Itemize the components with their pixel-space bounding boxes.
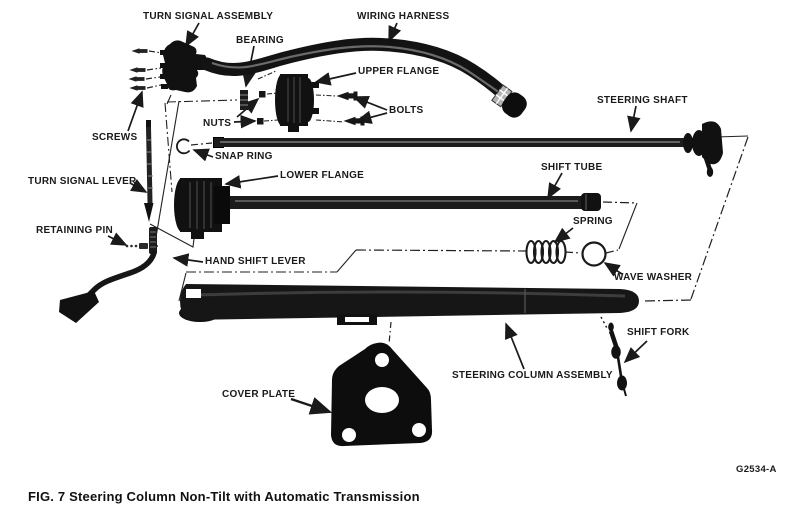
label-cover-plate: COVER PLATE (222, 389, 296, 400)
nuts-part (257, 91, 266, 125)
label-spring: SPRING (573, 216, 613, 227)
hand-shift-lever-part (59, 227, 157, 323)
shift-fork-part (608, 322, 627, 397)
label-snap-ring: SNAP RING (215, 151, 273, 162)
label-wave-washer: WAVE WASHER (614, 272, 693, 283)
cover-plate-part (331, 342, 433, 447)
turn-signal-lever-part (144, 120, 154, 222)
screws-part (128, 48, 148, 91)
steering-column-assembly-part (179, 284, 639, 325)
label-bearing: BEARING (236, 35, 284, 46)
label-nuts: NUTS (203, 118, 232, 129)
shift-tube-part (230, 193, 601, 211)
label-lower-flange: LOWER FLANGE (280, 170, 365, 181)
label-bolts: BOLTS (389, 105, 424, 116)
label-retaining-pin: RETAINING PIN (36, 225, 113, 236)
label-shift-fork: SHIFT FORK (627, 327, 690, 338)
figure-reference-code: G2534-A (736, 464, 777, 475)
lower-flange-part (174, 178, 230, 239)
label-wiring-harness: WIRING HARNESS (357, 11, 450, 22)
label-upper-flange: UPPER FLANGE (358, 66, 440, 77)
upper-flange-part (275, 74, 319, 132)
bearing-part (240, 90, 248, 110)
steering-shaft-part (213, 121, 723, 177)
spring-part (525, 239, 567, 265)
label-turn-signal-lever: TURN SIGNAL LEVER (28, 176, 137, 187)
figure-caption: FIG. 7 Steering Column Non-Tilt with Aut… (28, 489, 420, 504)
label-screws: SCREWS (92, 132, 138, 143)
label-steering-column-assembly: STEERING COLUMN ASSEMBLY (452, 370, 613, 381)
wiring-harness-part (200, 37, 527, 118)
label-turn-signal-assembly: TURN SIGNAL ASSEMBLY (143, 11, 274, 22)
snap-ring-part (176, 138, 191, 155)
label-steering-shaft: STEERING SHAFT (597, 95, 688, 106)
label-shift-tube: SHIFT TUBE (541, 162, 603, 173)
bolts-part (336, 91, 365, 126)
wave-washer-part (581, 241, 607, 267)
label-hand-shift-lever: HAND SHIFT LEVER (205, 256, 306, 267)
